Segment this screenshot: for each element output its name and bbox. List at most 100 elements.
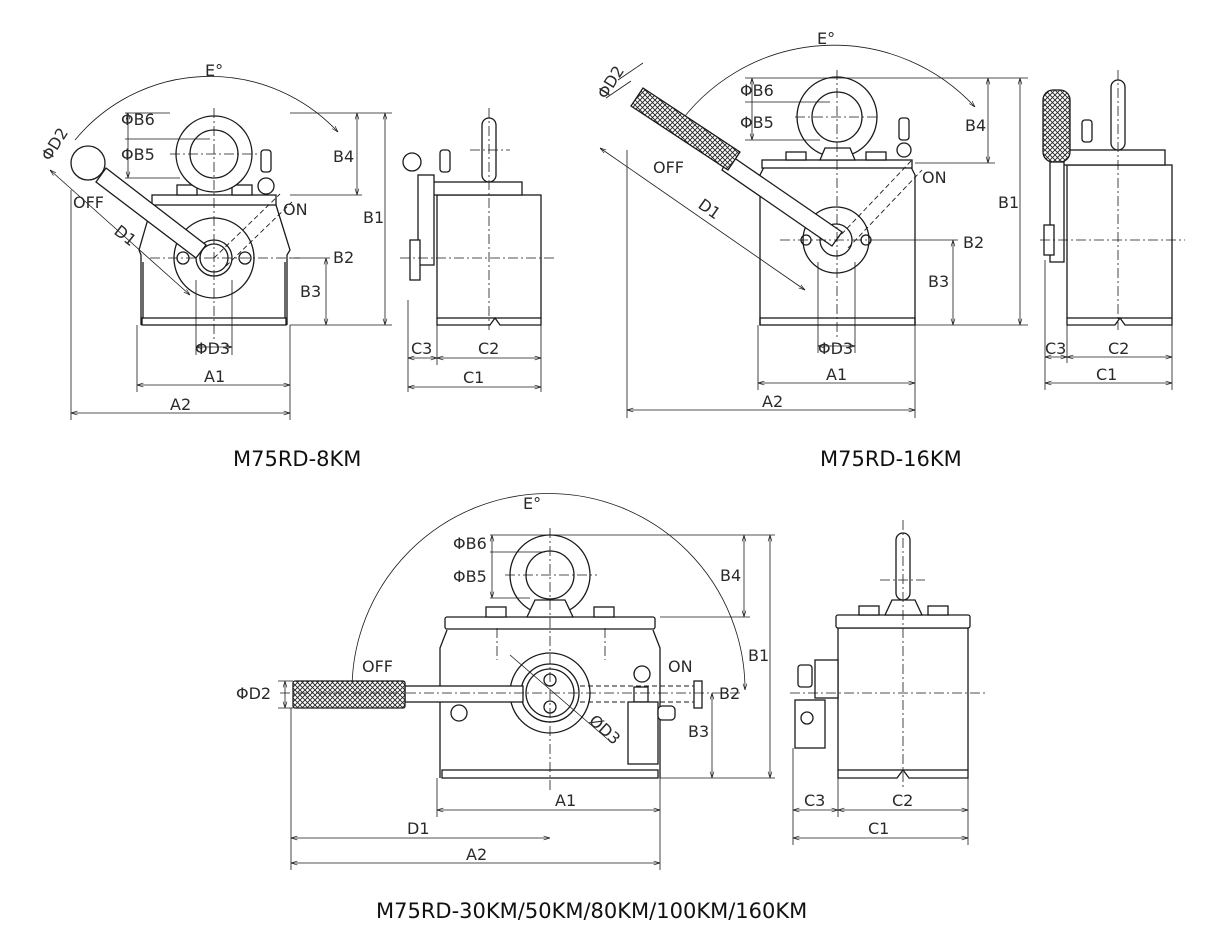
side-lock-block — [814, 659, 839, 699]
bolt — [785, 151, 807, 161]
lock-knob — [260, 149, 272, 173]
label-b3: B3 — [928, 272, 949, 291]
bolt — [927, 605, 949, 616]
label-b3: B3 — [688, 722, 709, 741]
drawing-title-30km-160km: M75RD-30KM/50KM/80KM/100KM/160KM — [376, 899, 807, 923]
bolt — [593, 606, 615, 618]
screw — [633, 665, 651, 683]
label-e: E° — [817, 29, 835, 48]
side-lock-knob — [1081, 119, 1093, 143]
extension-lines — [745, 77, 1028, 326]
lock-pin — [257, 177, 275, 195]
angle-arc-e — [675, 44, 975, 129]
extension-lines-bottom — [70, 190, 291, 420]
handle-on-position — [213, 193, 281, 259]
label-c2: C2 — [1108, 339, 1129, 358]
handle-grip-knurled — [630, 87, 741, 171]
side-lock-knob — [439, 149, 451, 173]
side-eye-ring-base — [883, 599, 924, 616]
lock-pin — [896, 142, 912, 158]
side-base — [1066, 316, 1173, 326]
bolt — [858, 605, 880, 616]
label-d2: ΦD2 — [37, 124, 72, 164]
lock-knob — [898, 117, 910, 141]
screw — [450, 704, 468, 722]
label-d2: ΦD2 — [593, 62, 628, 102]
drawing-title-16km: M75RD-16KM — [820, 447, 962, 471]
lock-knob — [657, 705, 676, 721]
label-d3: ΦD3 — [195, 339, 230, 358]
label-c3: C3 — [411, 339, 432, 358]
label-on: ON — [922, 168, 947, 187]
label-c3: C3 — [804, 791, 825, 810]
side-top-plate — [431, 181, 523, 196]
center-lines — [280, 528, 740, 790]
label-off: OFF — [73, 193, 104, 212]
label-d1: D1 — [407, 819, 430, 838]
label-on: ON — [668, 657, 693, 676]
front-view-30km: E° ΦB6 ΦB5 ΦD2 OFF ON ØD3 B4 B1 B2 B3 A1… — [236, 493, 775, 870]
handle-grip-knurled — [292, 680, 406, 709]
side-handle-grip-knurled — [1042, 89, 1071, 163]
label-d2: ΦD2 — [236, 684, 271, 703]
label-on: ON — [283, 200, 308, 219]
label-a2: A2 — [170, 395, 191, 414]
label-b1: B1 — [748, 646, 769, 665]
label-a2: A2 — [762, 392, 783, 411]
label-d1: D1 — [111, 221, 140, 250]
label-a1: A1 — [555, 791, 576, 810]
side-center-lines — [1040, 70, 1185, 330]
label-a1: A1 — [204, 367, 225, 386]
label-b6: ΦB6 — [453, 534, 487, 553]
label-b5: ΦB5 — [453, 567, 487, 586]
bolt — [865, 151, 887, 161]
handle-end-on — [693, 680, 703, 709]
d2-extension — [278, 680, 293, 709]
handle-ball — [70, 145, 106, 181]
label-c3: C3 — [1045, 339, 1066, 358]
label-b6: ΦB6 — [740, 81, 774, 100]
extension-lines — [490, 534, 775, 779]
front-view-8km: E° ΦB6 ΦB5 ΦD2 OFF ON D1 B4 B1 B2 B3 ΦD3… — [37, 61, 392, 420]
label-off: OFF — [362, 657, 393, 676]
label-b5: ΦB5 — [740, 113, 774, 132]
label-e: E° — [523, 494, 541, 513]
side-view-8km: C3 C2 C1 — [400, 108, 555, 392]
bolt — [485, 606, 507, 618]
body-outline — [439, 629, 661, 778]
label-e: E° — [205, 61, 223, 80]
side-lock-housing — [794, 699, 826, 749]
drawing-title-8km: M75RD-8KM — [233, 447, 361, 471]
label-b2: B2 — [719, 684, 740, 703]
label-d3: ΦD3 — [818, 339, 853, 358]
handle-on-position — [835, 159, 923, 249]
handle-bar — [404, 685, 524, 703]
label-b4: B4 — [333, 147, 354, 166]
drawing-16km: E° ΦB6 ΦB5 ΦD2 OFF ON D1 B4 B1 B2 B3 ΦD3… — [593, 29, 1185, 471]
extension-lines-bottom — [626, 150, 916, 418]
angle-arc-e — [74, 76, 338, 141]
dim-d1 — [50, 170, 190, 295]
label-c1: C1 — [868, 819, 889, 838]
bolt — [231, 184, 253, 196]
drawing-8km: E° ΦB6 ΦB5 ΦD2 OFF ON D1 B4 B1 B2 B3 ΦD3… — [37, 61, 555, 471]
drawing-30km-160km: E° ΦB6 ΦB5 ΦD2 OFF ON ØD3 B4 B1 B2 B3 A1… — [236, 493, 985, 923]
side-view-16km: C3 C2 C1 — [1040, 70, 1185, 390]
label-b1: B1 — [998, 193, 1019, 212]
label-c1: C1 — [463, 368, 484, 387]
side-view-30km: C3 C2 C1 — [790, 520, 985, 845]
label-c2: C2 — [478, 339, 499, 358]
side-body — [1066, 164, 1173, 319]
side-top-plate — [1061, 149, 1166, 166]
label-d3: ØD3 — [585, 711, 624, 749]
side-center-lines — [400, 108, 555, 330]
screw — [800, 711, 814, 725]
center-lines — [780, 70, 880, 340]
label-b4: B4 — [720, 566, 741, 585]
dim-d1 — [600, 148, 805, 290]
label-b5: ΦB5 — [121, 145, 155, 164]
label-b1: B1 — [363, 208, 384, 227]
label-b4: B4 — [965, 116, 986, 135]
side-lever — [409, 239, 421, 281]
side-center-lines — [790, 520, 985, 790]
